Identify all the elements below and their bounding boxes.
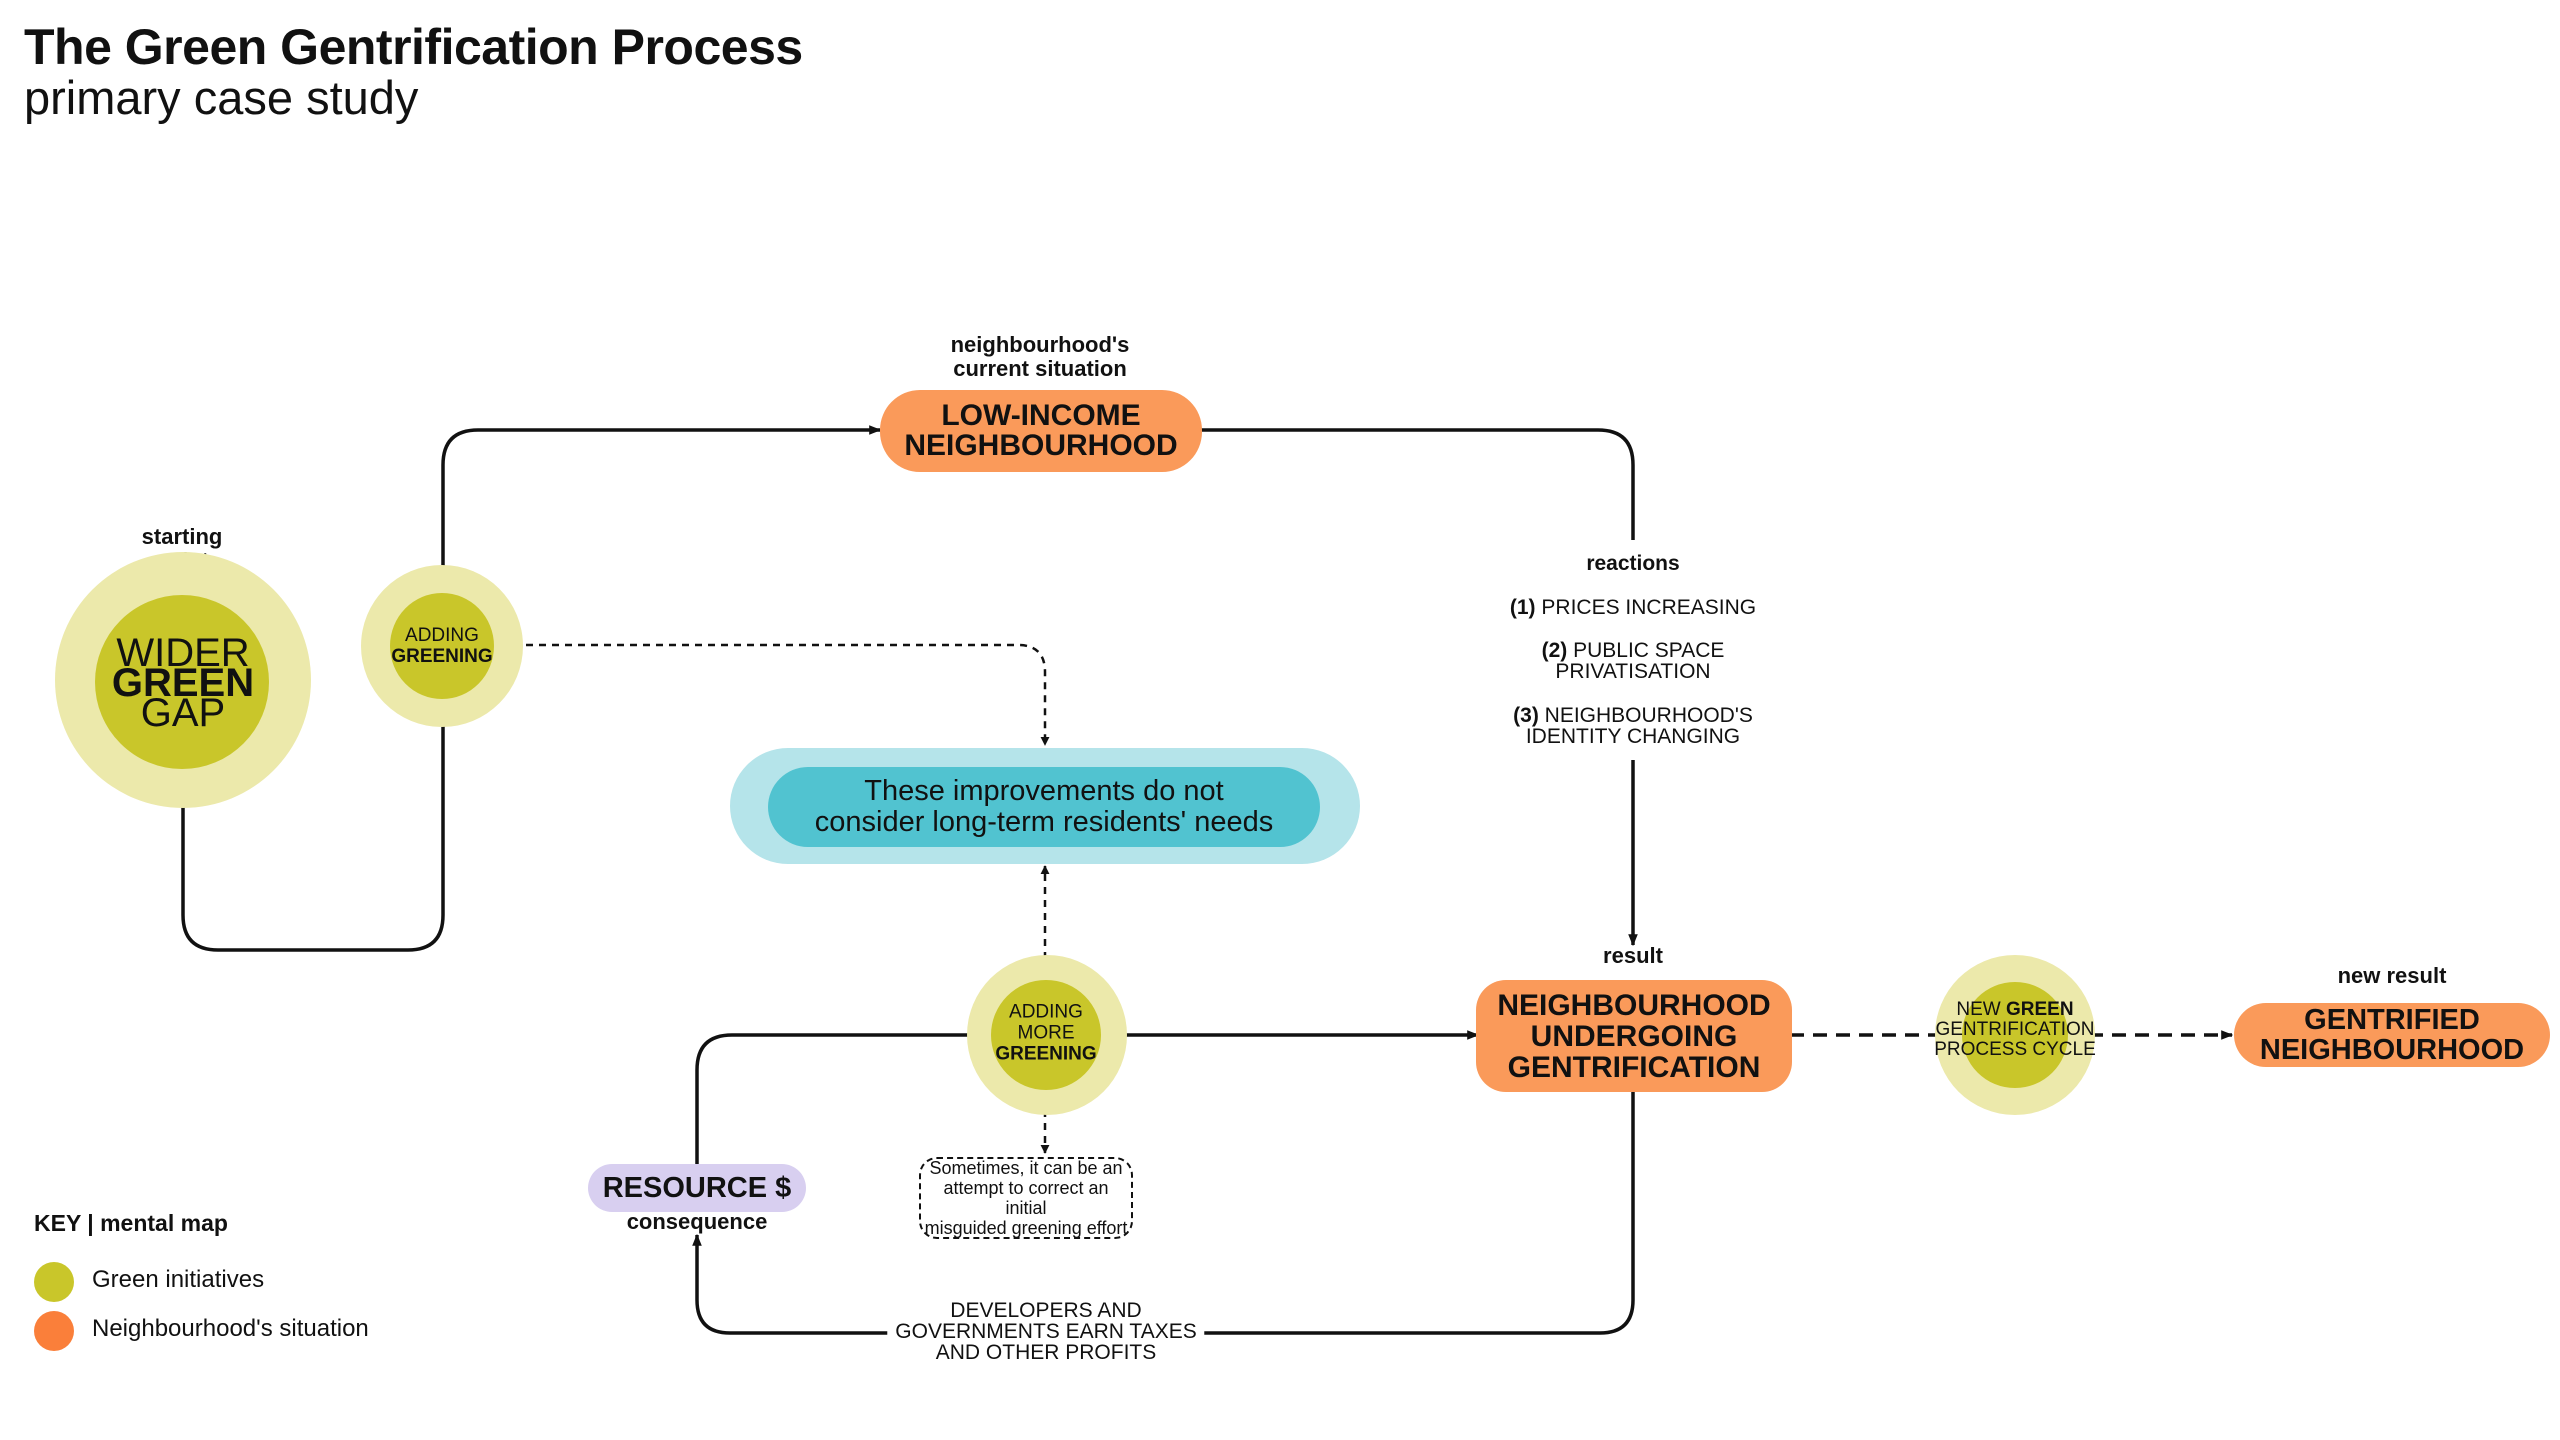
page-subtitle: primary case study xyxy=(24,71,419,124)
adding-greening-inner xyxy=(390,593,494,699)
consequence-label: consequence xyxy=(626,1209,768,1234)
key-orange-dot xyxy=(34,1311,74,1351)
wider-green-gap-text: WIDER GREEN GAP xyxy=(111,631,255,735)
key-orange-label: Neighbourhood's situation xyxy=(92,1315,369,1342)
key-title: KEY | mental map xyxy=(34,1210,228,1236)
resource-node: RESOURCE $ xyxy=(588,1164,806,1212)
reaction-2: (2) PUBLIC SPACE PRIVATISATION xyxy=(1541,639,1725,683)
adding-more-greening-inner xyxy=(991,980,1101,1090)
reaction-1: (1) PRICES INCREASING xyxy=(1509,596,1757,619)
new-result-label: new result xyxy=(2337,963,2447,988)
arrow-result-to-resource xyxy=(692,1092,1635,1335)
key-green-label: Green initiatives xyxy=(92,1266,265,1293)
key-green-dot xyxy=(34,1262,74,1302)
new-cycle-text: NEW GREEN GENTRIFICATION PROCESS CYCLE xyxy=(1934,999,2096,1060)
arrow-gap-to-lowincome xyxy=(181,425,882,952)
wider-green-gap-inner xyxy=(95,595,269,769)
page-title: The Green Gentrification Process xyxy=(24,19,803,75)
reactions-title: reactions xyxy=(1586,552,1680,575)
adding-greening-text: ADDING GREENING xyxy=(391,625,493,667)
result-label: result xyxy=(1603,943,1663,968)
dashed-adding-to-improvements xyxy=(500,643,1050,746)
arrow-lowincome-to-reactions xyxy=(1200,428,1635,540)
reaction-3: (3) NEIGHBOURHOOD'S IDENTITY CHANGING xyxy=(1513,704,1753,748)
adding-more-greening-text: ADDING MORE GREENING xyxy=(995,1001,1097,1065)
new-cycle-inner xyxy=(1962,982,2068,1088)
line-addingmore-to-resource xyxy=(695,1033,975,1165)
